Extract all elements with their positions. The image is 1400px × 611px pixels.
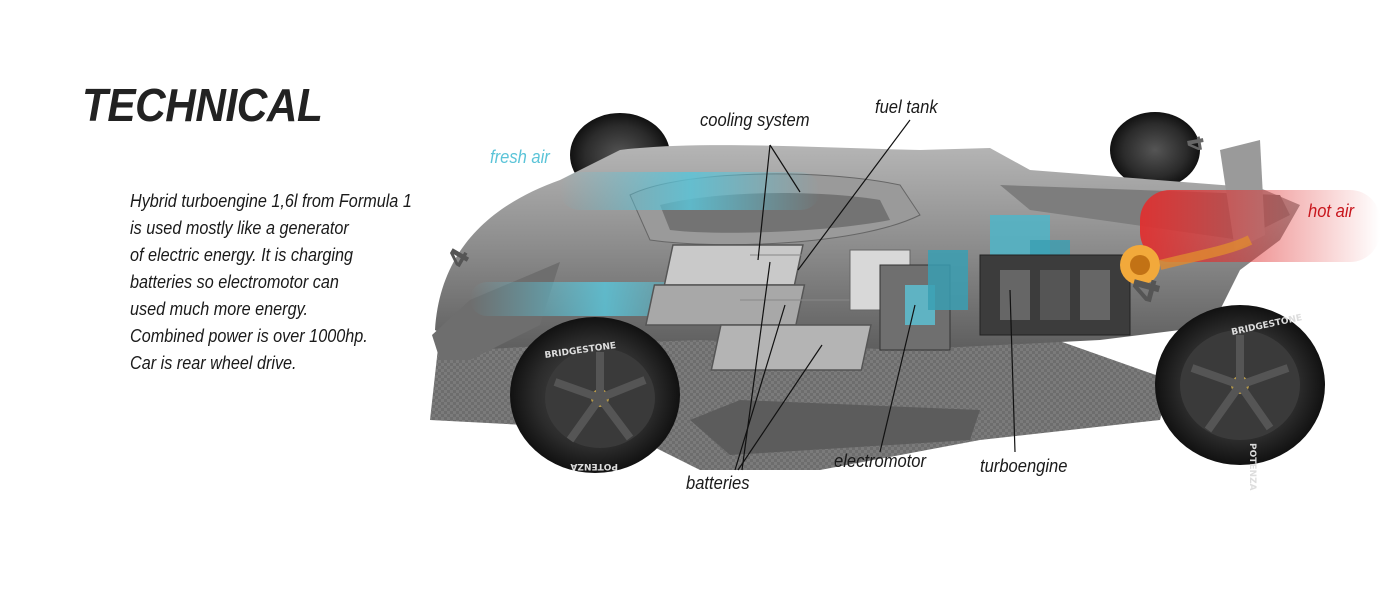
label-hot-air: hot air [1308, 201, 1355, 221]
description-line: Car is rear wheel drive. [130, 353, 297, 373]
label-batteries: batteries [686, 473, 750, 493]
description-line: batteries so electromotor can [130, 272, 339, 292]
exhaust-pipe [1158, 235, 1253, 270]
label-electromotor: electromotor [834, 451, 927, 471]
label-turboengine: turboengine [980, 456, 1068, 476]
description-line: Hybrid turboengine 1,6l from Formula 1 [130, 191, 412, 211]
tire-model-front: POTENZA [570, 461, 618, 471]
tire-model-rear: POTENZA [1247, 443, 1257, 491]
front-left-wheel [510, 317, 680, 473]
label-fresh-air: fresh air [490, 147, 550, 167]
fresh-air-stream-upper [560, 172, 820, 210]
description-line: used much more energy. [130, 299, 308, 319]
label-cooling-system: cooling system [700, 110, 810, 130]
description-line: Combined power is over 1000hp. [130, 326, 368, 346]
hot-air-stream [1140, 190, 1380, 262]
leader-lines [734, 119, 1016, 471]
label-fuel-tank: fuel tank [875, 97, 938, 117]
description-paragraph: Hybrid turboengine 1,6l from Formula 1 i… [130, 188, 443, 377]
rear-right-wheel [1155, 305, 1325, 465]
description-line: of electric energy. It is charging [130, 245, 354, 265]
battery-modules [645, 244, 872, 371]
turboengine [979, 245, 1160, 336]
carbon-splitter [690, 400, 980, 455]
rear-right-wheel-top [1110, 112, 1200, 188]
description-line: is used mostly like a generator [130, 218, 349, 238]
car-number-wing: 4 [1184, 134, 1211, 153]
page-title: TECHNICAL [82, 79, 323, 131]
